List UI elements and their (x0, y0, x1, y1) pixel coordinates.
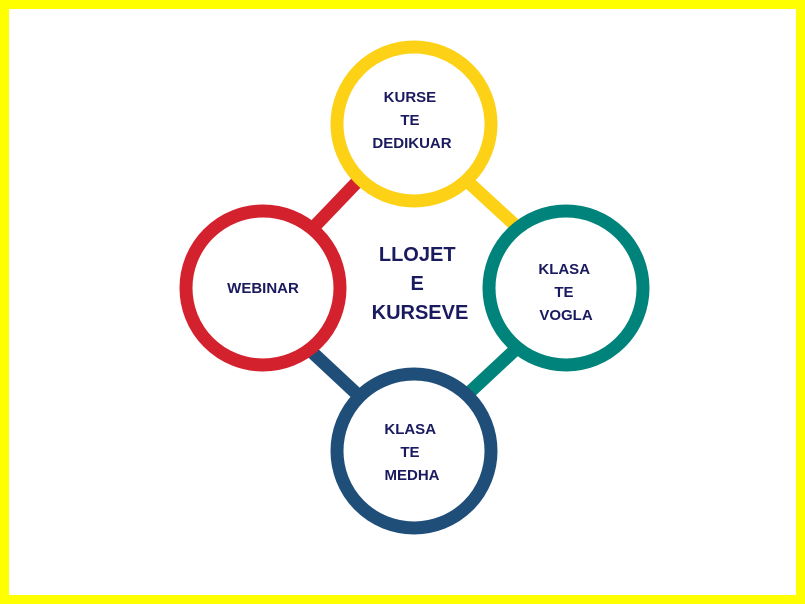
node-label-klasa-te-vogla: KLASA TE VOGLA (538, 261, 593, 324)
node-ring-klasa-te-medha (330, 367, 498, 535)
node-ring-klasa-te-vogla (482, 204, 650, 372)
connector-right-bottom (466, 344, 521, 396)
connector-left-top (308, 176, 363, 233)
node-ring-webinar (179, 204, 347, 372)
node-label-webinar: WEBINAR (227, 280, 299, 297)
connector-top-right (461, 175, 521, 231)
center-title: LLOJET E KURSEVE (372, 244, 469, 324)
node-ring-kurse-te-dedikuar (330, 40, 498, 208)
node-label-klasa-te-medha: KLASA TE MEDHA (384, 421, 439, 484)
node-label-kurse-te-dedikuar: KURSE TE DEDIKUAR (372, 89, 451, 152)
connector-bottom-left (308, 348, 363, 400)
